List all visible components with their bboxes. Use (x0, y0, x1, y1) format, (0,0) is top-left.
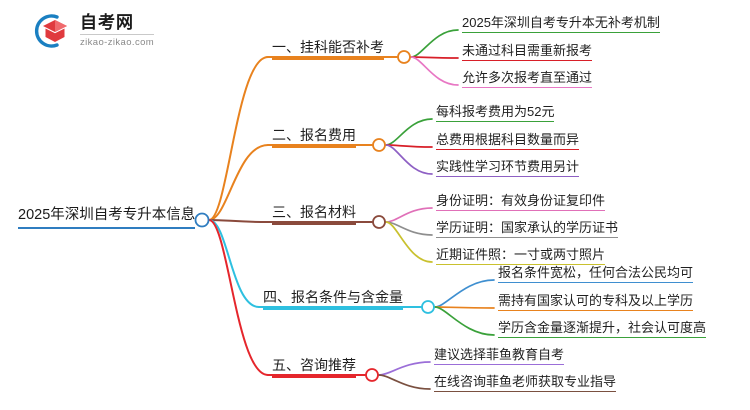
connector-line (434, 306, 495, 309)
connector-line (385, 118, 433, 146)
leaf-node-label: 学历含金量逐渐提升，社会认可度高 (498, 321, 707, 338)
leaf-node-4-3[interactable]: 学历含金量逐渐提升，社会认可度高 (498, 321, 707, 338)
leaf-node-1-2[interactable]: 未通过科目需重新报考 (462, 44, 593, 61)
leaf-node-label: 身份证明：有效身份证复印件 (436, 194, 606, 211)
logo-mark-icon (30, 10, 72, 52)
connector-line (410, 56, 459, 59)
leaf-node-3-2[interactable]: 学历证明：国家承认的学历证书 (436, 221, 619, 238)
leaf-node-label: 实践性学习环节费用另计 (436, 160, 580, 177)
leaf-node-label: 允许多次报考直至通过 (462, 71, 593, 88)
leaf-node-4-2[interactable]: 需持有国家认可的专科及以上学历 (498, 294, 694, 311)
leaf-node-5-2[interactable]: 在线咨询菲鱼老师获取专业指导 (434, 375, 617, 392)
branch-node-3[interactable]: 三、报名材料 (272, 205, 356, 225)
connector-line (378, 361, 431, 376)
connector-line (208, 219, 269, 223)
leaf-node-4-1[interactable]: 报名条件宽松，任何合法公民均可 (498, 266, 694, 283)
leaf-node-label: 每科报考费用为52元 (436, 105, 555, 122)
connector-line (385, 207, 433, 223)
leaf-node-label: 未通过科目需重新报考 (462, 44, 593, 61)
connector-line (385, 221, 433, 263)
connector-line (208, 219, 260, 308)
connector-line (208, 56, 269, 221)
leaf-node-3-3[interactable]: 近期证件照：一寸或两寸照片 (436, 248, 606, 265)
connector-line (410, 29, 459, 58)
branch-node-5[interactable]: 五、咨询推荐 (272, 358, 356, 378)
node-handle[interactable] (194, 212, 210, 228)
leaf-node-label: 建议选择菲鱼教育自考 (434, 348, 565, 365)
connector-line (434, 306, 495, 336)
leaf-node-2-3[interactable]: 实践性学习环节费用另计 (436, 160, 580, 177)
connector-line (385, 144, 433, 175)
connector-line (385, 221, 433, 236)
branch-node-2[interactable]: 二、报名费用 (272, 128, 356, 148)
branch-node-1[interactable]: 一、挂科能否补考 (272, 40, 384, 60)
leaf-node-label: 需持有国家认可的专科及以上学历 (498, 294, 694, 311)
branch-node-label: 三、报名材料 (272, 205, 356, 225)
node-handle[interactable] (421, 300, 435, 314)
leaf-node-5-1[interactable]: 建议选择菲鱼教育自考 (434, 348, 565, 365)
connector-line (434, 279, 495, 308)
root-node-label: 2025年深圳自考专升本信息 (18, 208, 196, 229)
node-handle[interactable] (372, 138, 386, 152)
connector-line (378, 374, 431, 390)
connector-line (385, 144, 433, 148)
node-handle[interactable] (365, 368, 379, 382)
leaf-node-label: 在线咨询菲鱼老师获取专业指导 (434, 375, 617, 392)
leaf-node-label: 报名条件宽松，任何合法公民均可 (498, 266, 694, 283)
leaf-node-1-1[interactable]: 2025年深圳自考专升本无补考机制 (462, 16, 660, 33)
node-handle[interactable] (397, 50, 411, 64)
logo-subtitle: zikao-zikao.com (80, 37, 155, 49)
leaf-node-label: 近期证件照：一寸或两寸照片 (436, 248, 606, 265)
root-node[interactable]: 2025年深圳自考专升本信息 (18, 208, 196, 229)
connector-line (410, 56, 459, 86)
leaf-node-2-2[interactable]: 总费用根据科目数量而异 (436, 133, 580, 150)
leaf-node-1-3[interactable]: 允许多次报考直至通过 (462, 71, 593, 88)
branch-node-4[interactable]: 四、报名条件与含金量 (263, 290, 403, 310)
connector-line (208, 219, 269, 376)
leaf-node-2-1[interactable]: 每科报考费用为52元 (436, 105, 555, 122)
branch-node-label: 二、报名费用 (272, 128, 356, 148)
connector-line (208, 144, 269, 221)
branch-node-label: 一、挂科能否补考 (272, 40, 384, 60)
site-logo: 自考网 zikao-zikao.com (30, 10, 155, 52)
leaf-node-3-1[interactable]: 身份证明：有效身份证复印件 (436, 194, 606, 211)
logo-title: 自考网 (80, 14, 155, 36)
branch-node-label: 四、报名条件与含金量 (263, 290, 403, 310)
node-handle[interactable] (372, 215, 386, 229)
leaf-node-label: 总费用根据科目数量而异 (436, 133, 580, 150)
leaf-node-label: 学历证明：国家承认的学历证书 (436, 221, 619, 238)
branch-node-label: 五、咨询推荐 (272, 358, 356, 378)
leaf-node-label: 2025年深圳自考专升本无补考机制 (462, 16, 660, 33)
